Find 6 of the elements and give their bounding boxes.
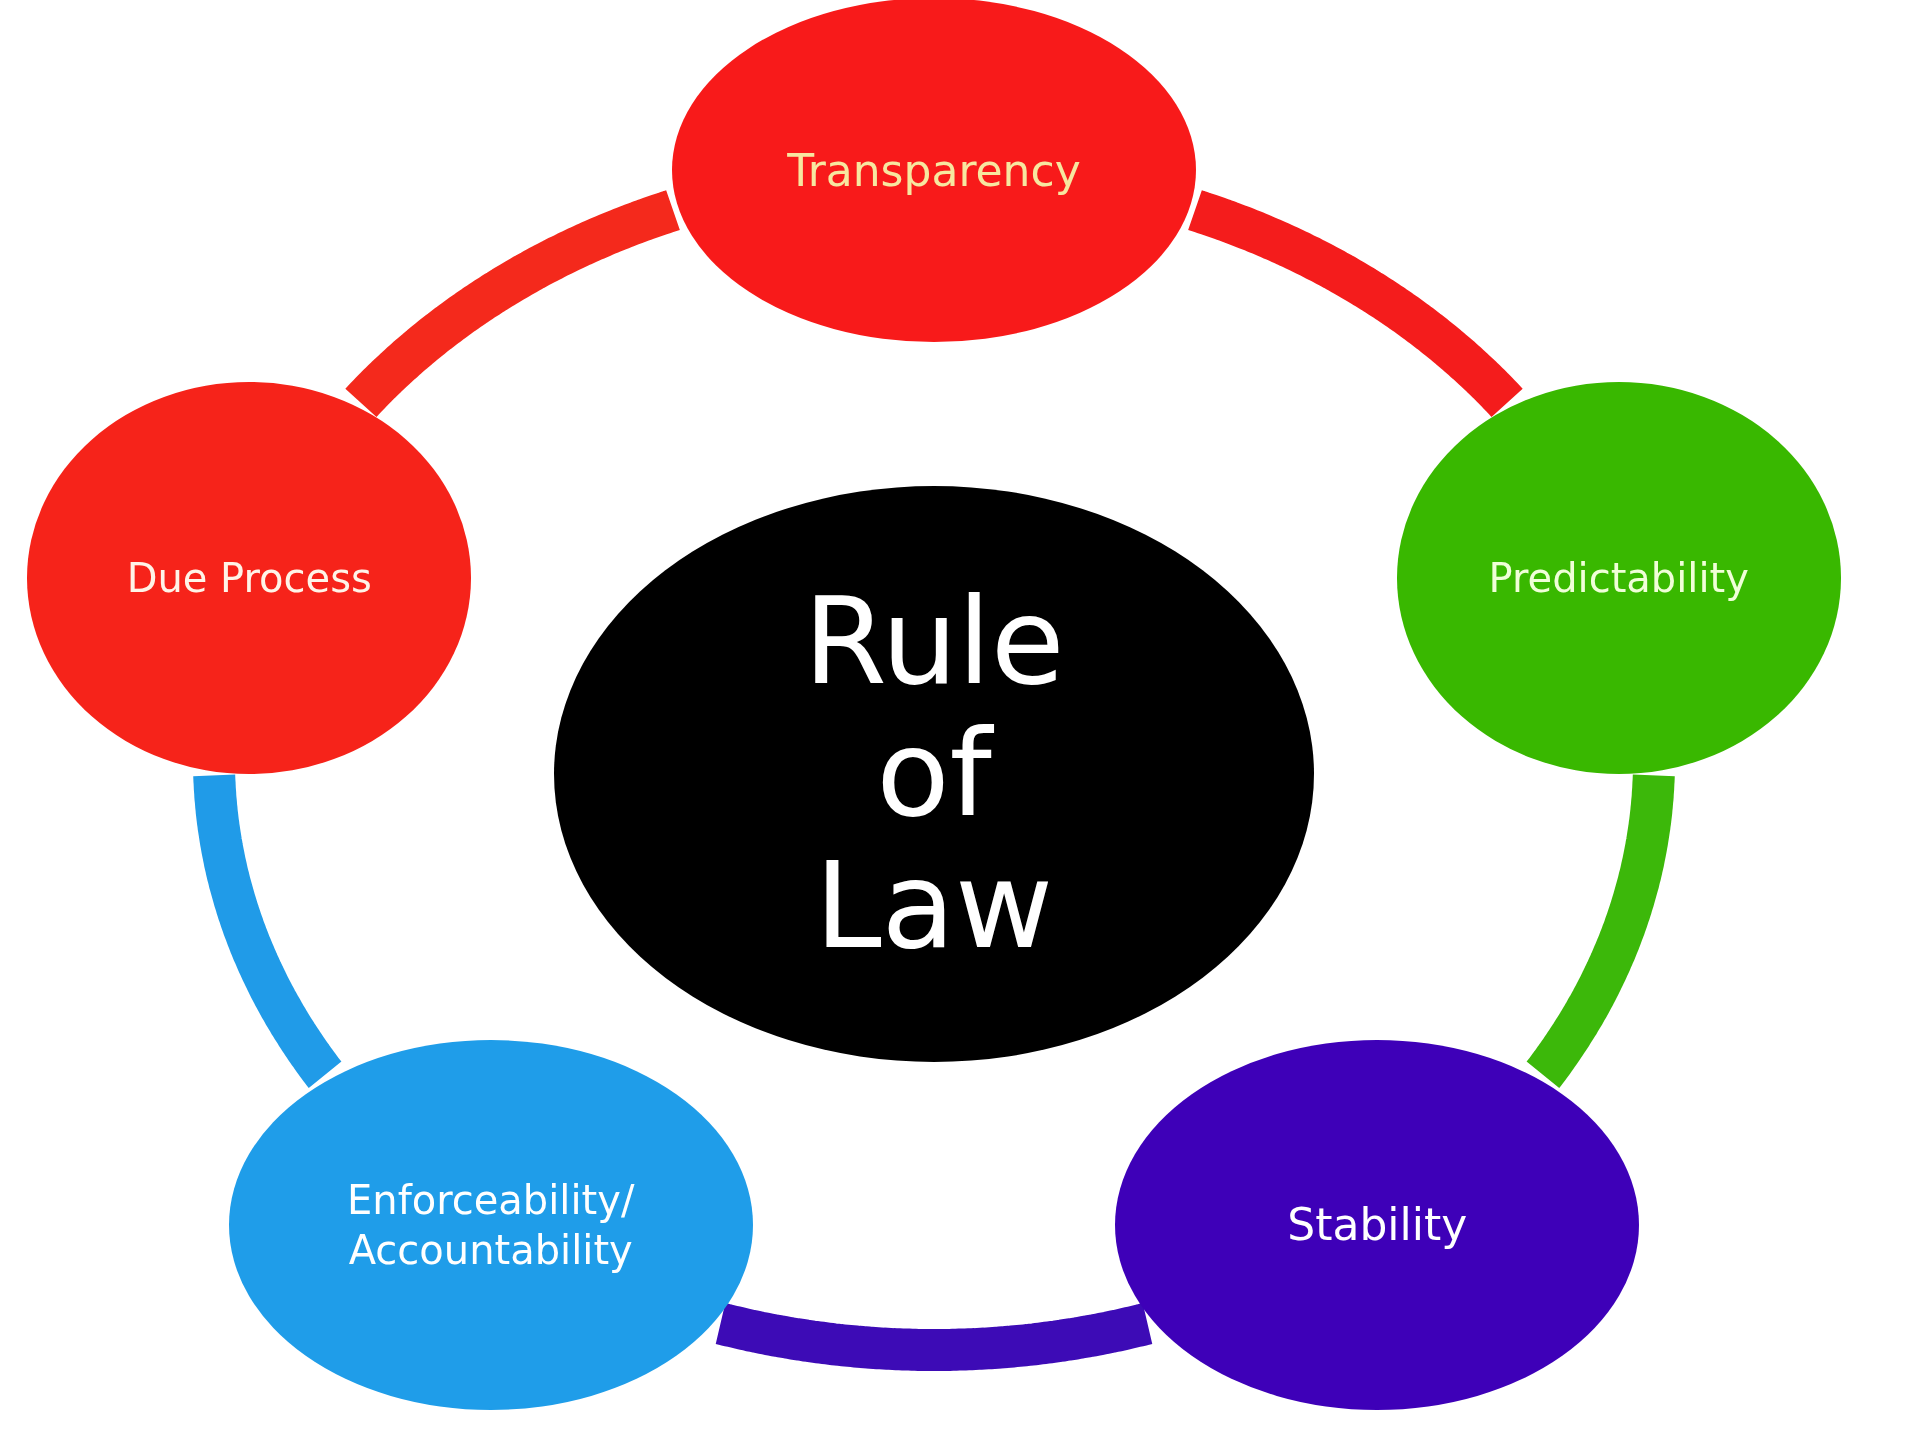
node-label: Predictability (1488, 553, 1749, 603)
node-label: Due Process (126, 553, 372, 603)
node-label: Enforceability/ Accountability (346, 1175, 636, 1275)
node-label: Transparency (787, 143, 1081, 198)
node-label: Stability (1287, 1198, 1468, 1253)
center-title: Rule of Law (802, 576, 1066, 972)
